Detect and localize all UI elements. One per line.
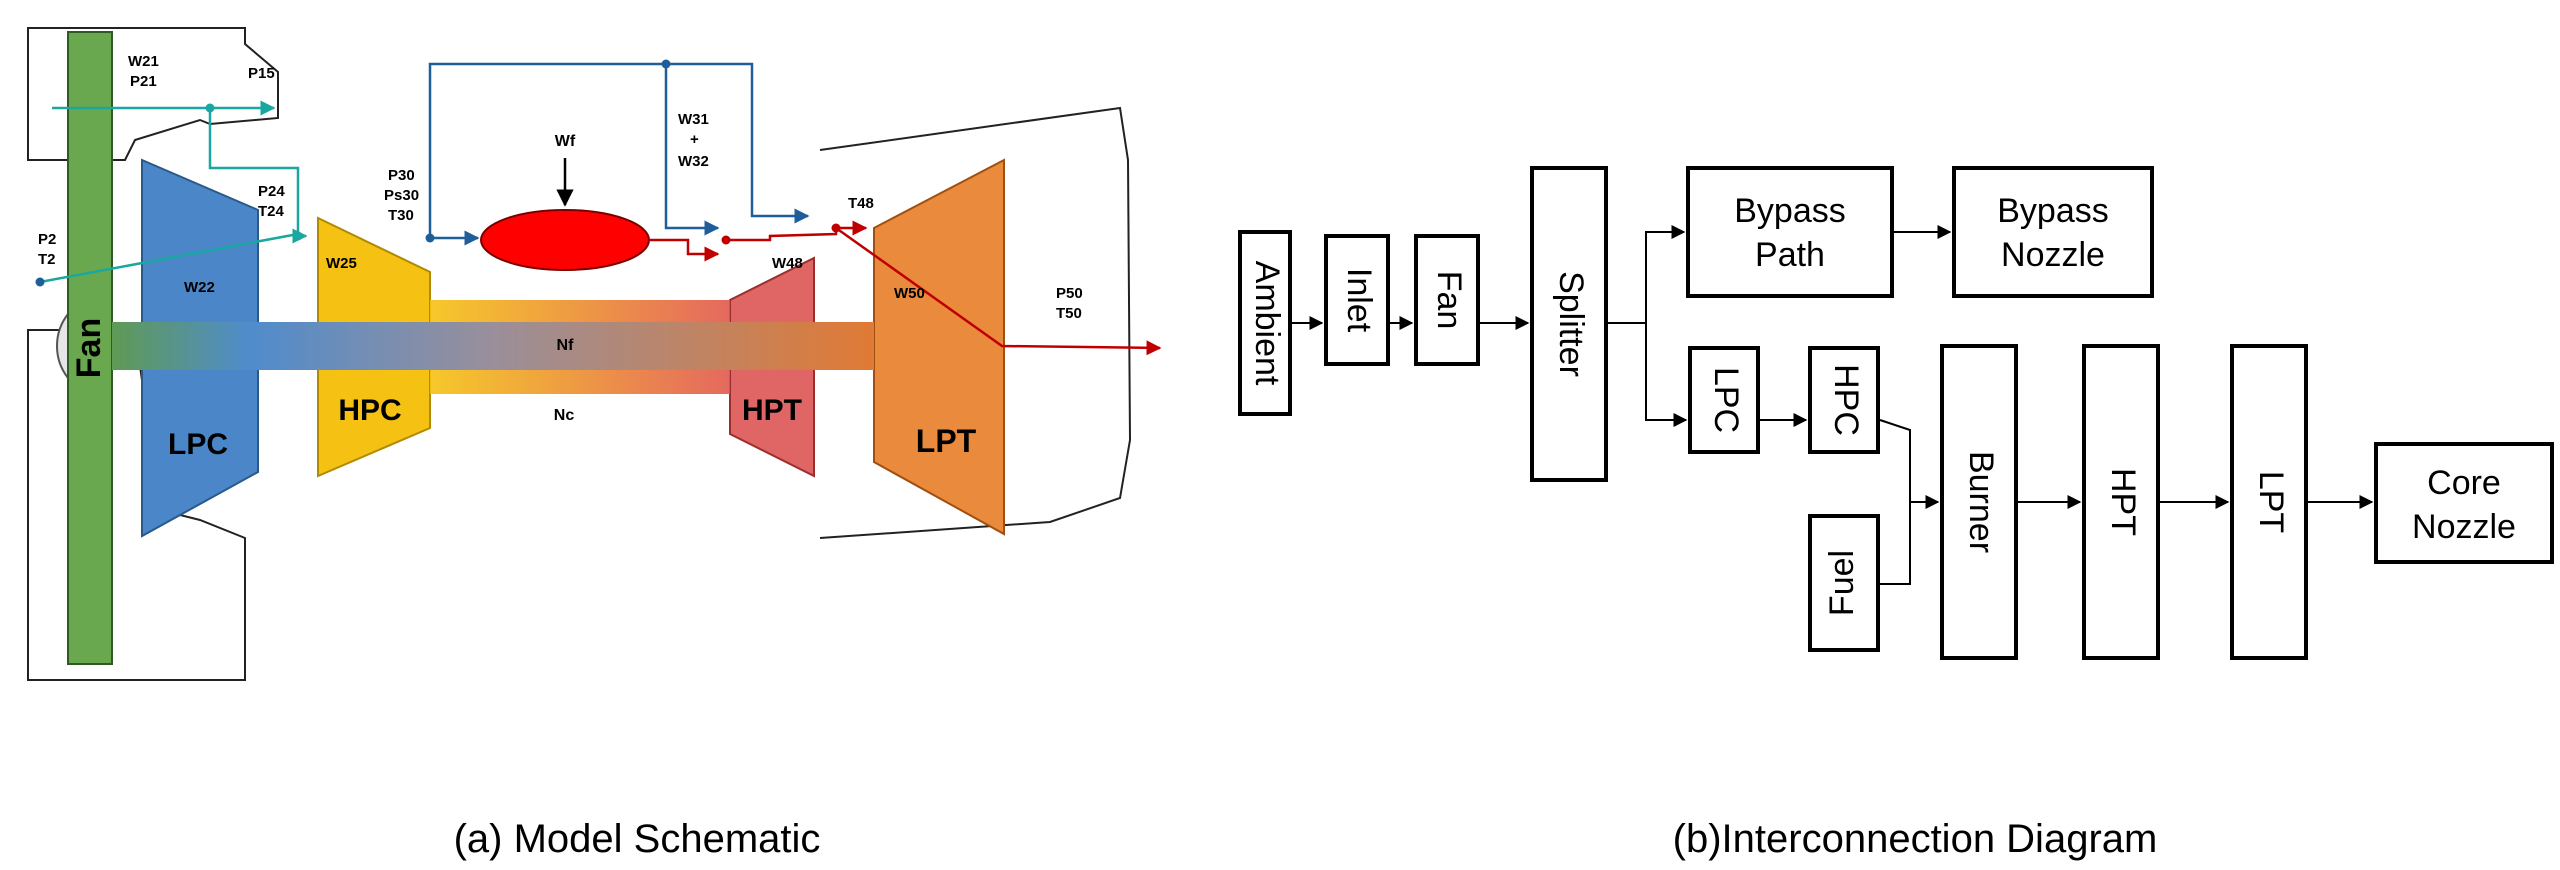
teal-node-2 — [293, 231, 303, 241]
block-fan: Fan — [1414, 234, 1480, 366]
block-splitter: Splitter — [1530, 166, 1608, 482]
svg-text:Splitter: Splitter — [1552, 271, 1590, 377]
lpt-component — [873, 158, 1005, 536]
svg-text:Core: Core — [2427, 464, 2501, 502]
svg-text:Nozzle: Nozzle — [2001, 236, 2105, 274]
svg-text:Nozzle: Nozzle — [2412, 508, 2516, 546]
svg-text:LPT: LPT — [2252, 471, 2290, 533]
wf-label: Wf — [555, 133, 576, 150]
p30-label: P30 — [388, 167, 415, 184]
station-labels: W21 P21 P15 P2 T2 W22 P24 T24 W25 P30 Ps… — [38, 53, 1083, 322]
fan-label: Fan — [70, 318, 108, 378]
interconnection-diagram: Ambient Inlet Fan Splitter LPC HPC Fuel — [1238, 166, 2554, 861]
block-bypass-path: Bypass Path — [1686, 166, 1894, 298]
block-core-nozzle: Core Nozzle — [2374, 442, 2554, 564]
connector-lines — [1292, 225, 2374, 585]
p24-label: P24 — [258, 183, 285, 200]
engine-casing-outline — [27, 27, 279, 161]
nc-label: Nc — [554, 407, 575, 424]
w25-label: W25 — [326, 255, 357, 272]
lpt-label: LPT — [916, 423, 977, 459]
block-bypass-nozzle: Bypass Nozzle — [1952, 166, 2154, 298]
burner-ellipse — [480, 209, 650, 271]
ps30-label: Ps30 — [384, 187, 419, 204]
svg-text:HPT: HPT — [2104, 468, 2142, 536]
lpc-label: LPC — [168, 428, 228, 461]
block-ambient: Ambient — [1238, 230, 1292, 416]
p15-label: P15 — [248, 65, 275, 82]
p50-label: P50 — [1056, 285, 1083, 302]
block-lpt: LPT — [2230, 344, 2308, 660]
blue-node-2 — [661, 59, 671, 69]
t2-label: T2 — [38, 251, 56, 268]
spinner — [55, 311, 69, 381]
schematic-caption: (a) Model Schematic — [454, 817, 821, 861]
svg-text:Burner: Burner — [1962, 451, 2000, 553]
svg-text:Bypass: Bypass — [1734, 192, 1846, 230]
w31-label: W31 — [678, 111, 709, 128]
svg-text:Fuel: Fuel — [1823, 550, 1861, 616]
block-fuel: Fuel — [1808, 514, 1880, 652]
hpc-label: HPC — [338, 394, 401, 427]
low-pressure-shaft — [112, 322, 874, 370]
svg-text:Ambient: Ambient — [1248, 261, 1286, 386]
svg-text:LPC: LPC — [1707, 367, 1745, 433]
block-lpc: LPC — [1688, 346, 1760, 454]
t50-label: T50 — [1056, 305, 1082, 322]
block-hpc: HPC — [1808, 346, 1880, 454]
w22-label: W22 — [184, 279, 215, 296]
nozzle-casing-outline — [819, 106, 1132, 539]
svg-text:Fan: Fan — [1430, 271, 1468, 330]
svg-text:Path: Path — [1755, 236, 1825, 274]
p21-label: P21 — [130, 73, 157, 90]
w32-label: W32 — [678, 153, 709, 170]
red-node-1 — [721, 235, 731, 245]
model-schematic: Fan LPC HPC HPT LPT Nc Nf Wf — [27, 27, 1162, 861]
teal-node-1 — [205, 103, 215, 113]
nf-label: Nf — [557, 337, 575, 354]
block-hpt: HPT — [2082, 344, 2160, 660]
p2-label: P2 — [38, 231, 56, 248]
t24-label: T24 — [258, 203, 285, 220]
interconnection-caption: (b)Interconnection Diagram — [1673, 817, 2158, 861]
w21-label: W21 — [128, 53, 159, 70]
t30-label: T30 — [388, 207, 414, 224]
w50-label: W50 — [894, 285, 925, 302]
t48-label: T48 — [848, 195, 874, 212]
svg-text:Bypass: Bypass — [1997, 192, 2109, 230]
hpt-label: HPT — [742, 394, 802, 427]
plus-label: + — [690, 131, 699, 148]
svg-text:Inlet: Inlet — [1340, 268, 1378, 333]
block-inlet: Inlet — [1324, 234, 1390, 366]
blue-node-1 — [425, 233, 435, 243]
blue-flow-lines — [428, 62, 810, 246]
red-node-2 — [831, 223, 841, 233]
w48-label: W48 — [772, 255, 803, 272]
block-burner: Burner — [1940, 344, 2018, 660]
svg-text:HPC: HPC — [1827, 364, 1865, 436]
red-flow-lines — [649, 220, 1162, 356]
teal-node-3 — [35, 277, 45, 287]
